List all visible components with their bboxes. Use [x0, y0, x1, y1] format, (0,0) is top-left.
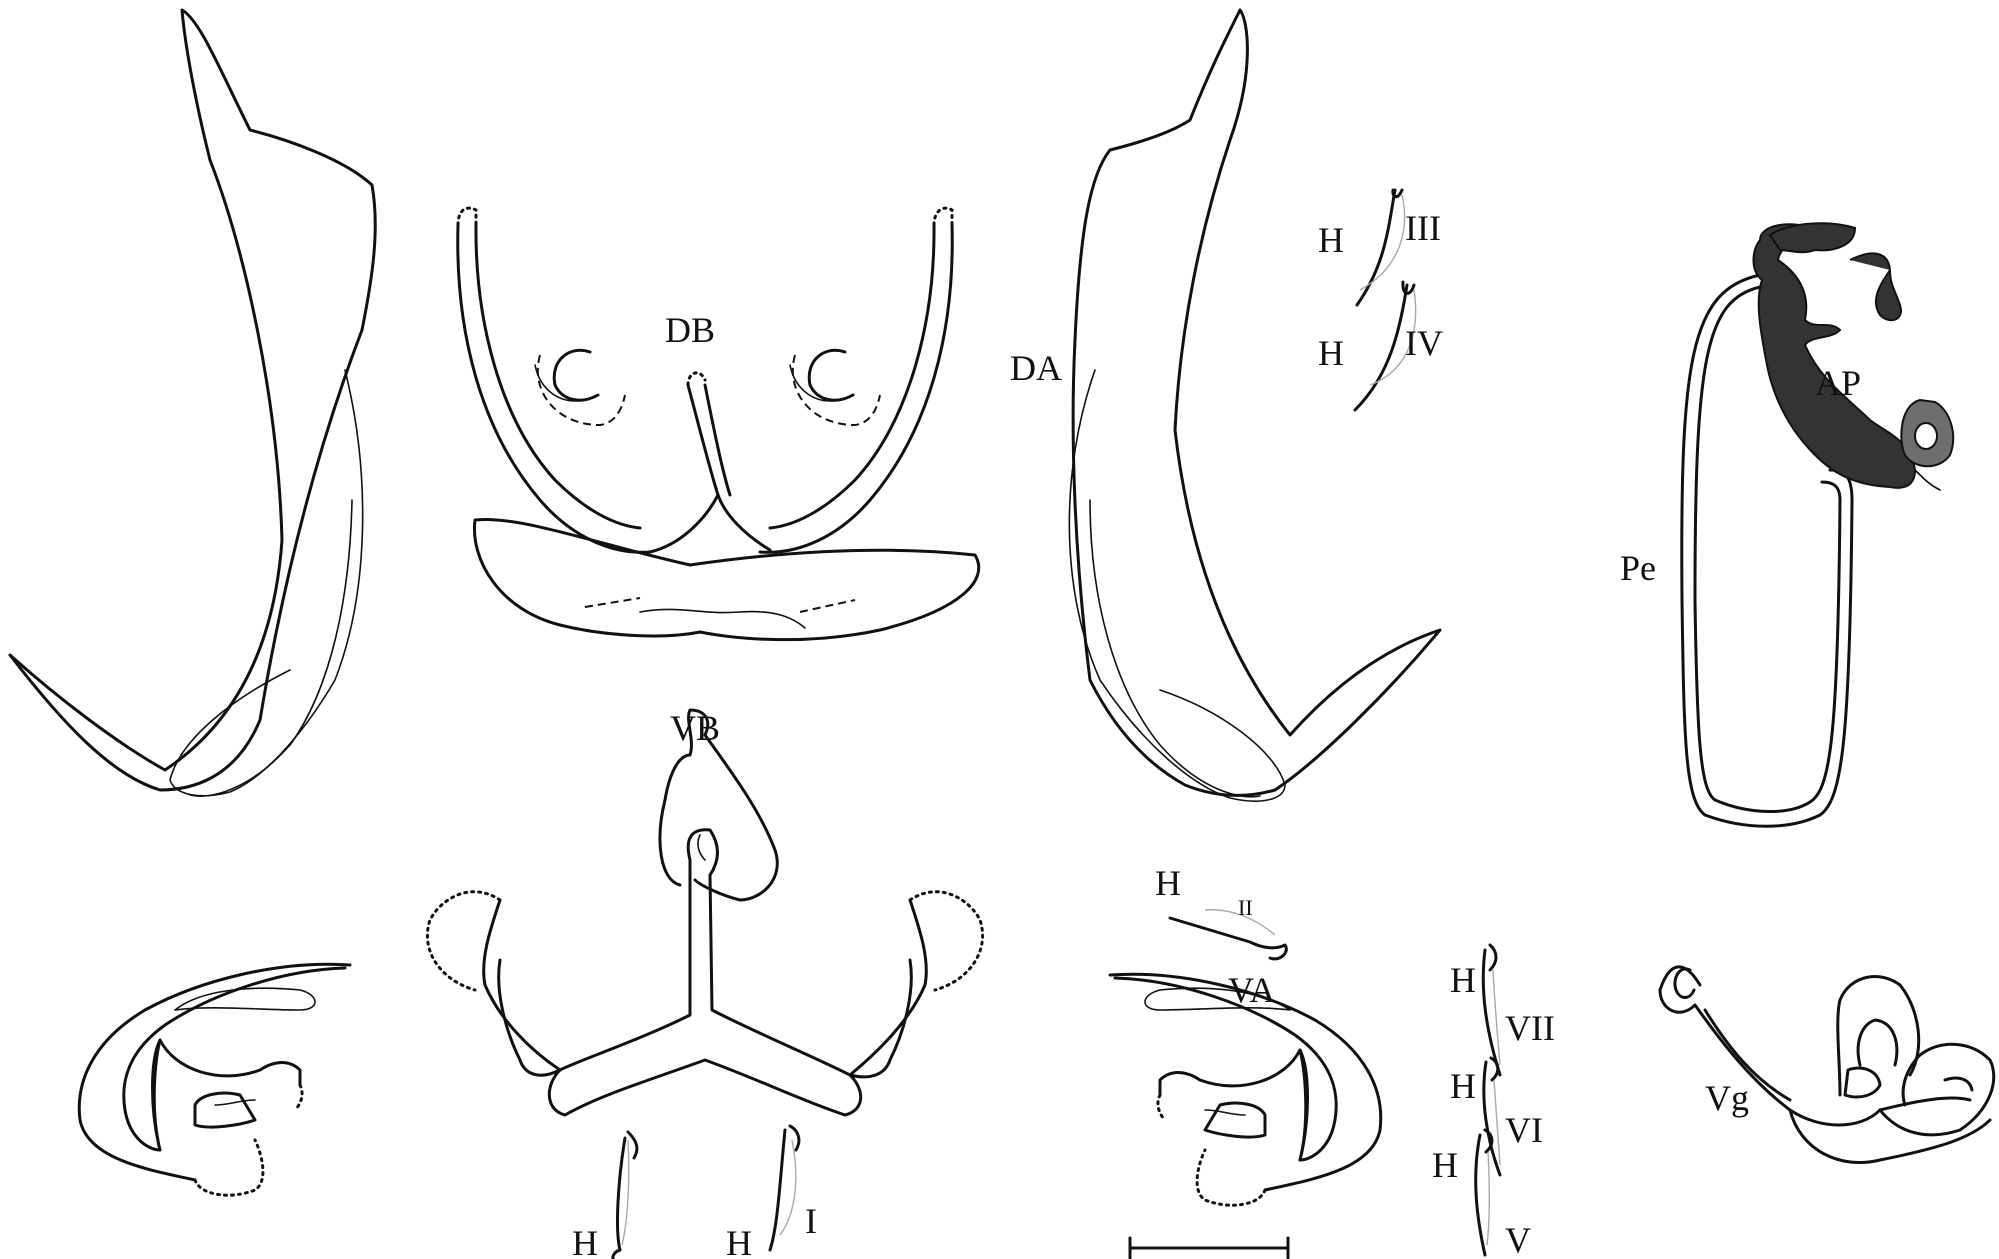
label-hook-vii-h: H: [1450, 960, 1476, 1000]
hook-vi: [1482, 1056, 1502, 1177]
hook-v: [1474, 1128, 1494, 1257]
hook-unnumbered: [611, 1130, 639, 1259]
hook-iv: [1353, 280, 1417, 412]
label-vagina: Vg: [1705, 1078, 1749, 1118]
label-hook-iv-h: H: [1318, 333, 1344, 373]
label-ventral-anchor: VA: [1228, 970, 1275, 1010]
label-hook-i-h: H: [726, 1223, 752, 1259]
dorsal-anchor-left: [8, 8, 377, 797]
label-hook-v-num: V: [1505, 1220, 1531, 1259]
accessory-piece: [1752, 223, 1917, 489]
label-hook-iv-num: IV: [1405, 323, 1443, 363]
ventral-anchor-right: [1108, 972, 1383, 1207]
ventral-bar: [425, 708, 985, 1117]
hook-vii: [1481, 943, 1502, 1077]
label-accessory-piece: AP: [1815, 363, 1861, 403]
male-copulatory-organ: [1680, 222, 1955, 828]
label-hook-ii-num: II: [1238, 895, 1253, 920]
label-hook-vi-num: VI: [1505, 1110, 1543, 1150]
label-dorsal-anchor: DA: [1010, 348, 1062, 388]
scale-bar: [1128, 1236, 1290, 1259]
label-hook-vii-num: VII: [1505, 1008, 1555, 1048]
label-ventral-bar: VB: [670, 708, 720, 748]
label-dorsal-bar: DB: [665, 310, 715, 350]
label-hook-ii-h: H: [1155, 863, 1181, 903]
label-hook-unnumbered-h: H: [572, 1223, 598, 1259]
dorsal-bar: [456, 206, 981, 642]
label-hook-v-h: H: [1432, 1145, 1458, 1185]
label-hook-iii-h: H: [1318, 220, 1344, 260]
label-hook-vi-h: H: [1450, 1066, 1476, 1106]
dorsal-anchor-right: [1068, 8, 1442, 802]
hook-ii: [1168, 909, 1288, 961]
hook-iii: [1355, 188, 1406, 307]
label-hook-i-num: I: [805, 1201, 817, 1241]
label-hook-iii-num: III: [1405, 208, 1441, 248]
vagina: [1658, 965, 1996, 1165]
label-penis: Pe: [1620, 548, 1656, 588]
ventral-anchor-left: [77, 962, 352, 1197]
hook-i: [768, 1124, 801, 1252]
